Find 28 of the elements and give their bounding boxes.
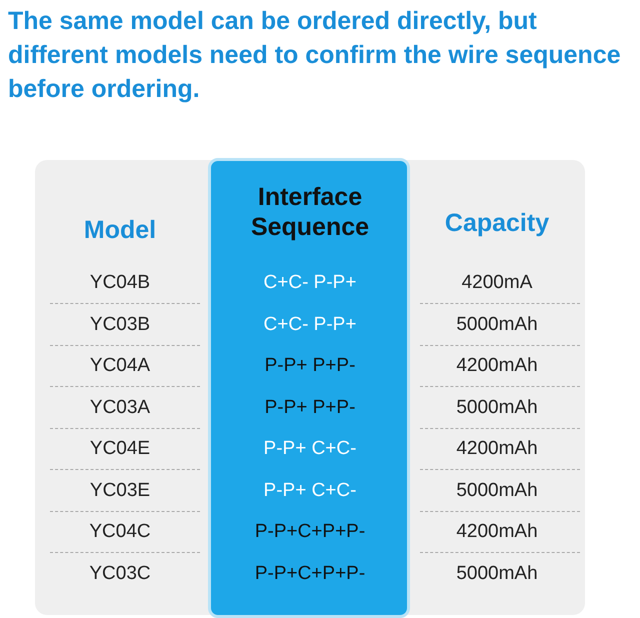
table-cell-text: 5000mAh (455, 480, 539, 502)
column-header: Interface Sequence (250, 182, 370, 242)
table-cell-text: P-P+C+P+P- (254, 521, 366, 543)
table-cell-text: YC04A (88, 355, 152, 377)
table-cell-text: C+C- P-P+ (262, 314, 358, 336)
table-cell-text: 5000mAh (455, 396, 539, 418)
table-cell-text: P-P+ C+C- (262, 480, 358, 502)
column-header: Model (82, 215, 158, 245)
table-cell-text: 4200mAh (455, 355, 539, 377)
table-cell-text: YC03C (88, 562, 152, 584)
table-cell-text: 5000mAh (455, 562, 539, 584)
table-cell-text: P-P+C+P+P- (254, 562, 366, 584)
table-cell-text: P-P+ C+C- (262, 438, 358, 460)
table-cell-text: YC03E (88, 480, 152, 502)
table-cell-text: 5000mAh (455, 314, 539, 336)
table-cell-text: 4200mAh (455, 521, 539, 543)
table-cell-text: YC03B (88, 314, 152, 336)
table-cell-text: C+C- P-P+ (262, 272, 358, 294)
table-cell-text: P-P+ P+P- (264, 396, 356, 418)
table-cell-text: 4200mAh (455, 438, 539, 460)
table-cell-text: P-P+ P+P- (264, 355, 356, 377)
table-cell-text: 4200mA (460, 272, 534, 294)
heading: The same model can be ordered directly, but different models need to confirm the wire sequence before ordering. (8, 6, 622, 105)
table-cell-text: YC04B (88, 272, 152, 294)
table-cell-text: YC04C (88, 521, 152, 543)
table-cell-text: YC03A (88, 396, 152, 418)
table-cell-text: YC04E (88, 438, 152, 460)
column-header: Capacity (444, 208, 550, 238)
